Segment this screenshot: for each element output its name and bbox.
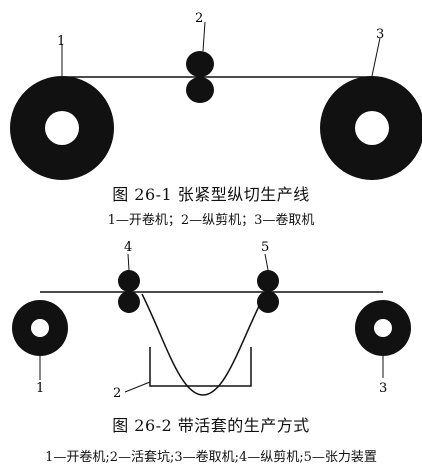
uncoiler-coil: [10, 76, 114, 180]
label-tension-device: 5: [261, 240, 269, 255]
figure-2-legend: 1—开卷机;2—活套坑;3—卷取机;4—纵剪机;5—张力装置: [45, 450, 377, 465]
loop-pit: [149, 347, 252, 387]
label-uncoiler: 1: [57, 34, 65, 49]
label-slitter: 2: [195, 11, 203, 26]
figure-2-title: 图 26-2 带活套的生产方式: [112, 416, 310, 435]
label-loop-pit: 2: [113, 386, 121, 401]
recoiler-coil: [320, 76, 422, 180]
figure-1-title: 图 26-1 张紧型纵切生产线: [112, 185, 310, 204]
recoiler-coil: [355, 300, 411, 356]
leader-line: [264, 253, 269, 271]
slitter-rolls: [118, 270, 140, 313]
leader-line: [202, 21, 206, 52]
figure-1-legend: 1—开卷机；2—纵剪机；3—卷取机: [107, 213, 315, 228]
figure-26-2: 1 2 3 4 5: [12, 240, 411, 401]
label-slitter: 4: [124, 240, 132, 255]
uncoiler-coil: [12, 300, 68, 356]
label-uncoiler: 1: [36, 381, 44, 396]
label-recoiler: 3: [376, 27, 384, 42]
figure-26-1: 1 2 3: [10, 11, 422, 180]
leader-line: [124, 381, 151, 393]
loop-strip: [141, 293, 266, 396]
tension-device-rolls: [257, 270, 279, 313]
leader-line: [371, 37, 381, 77]
slitter-rolls: [186, 51, 214, 103]
label-recoiler: 3: [379, 381, 387, 396]
leader-line: [127, 253, 130, 271]
